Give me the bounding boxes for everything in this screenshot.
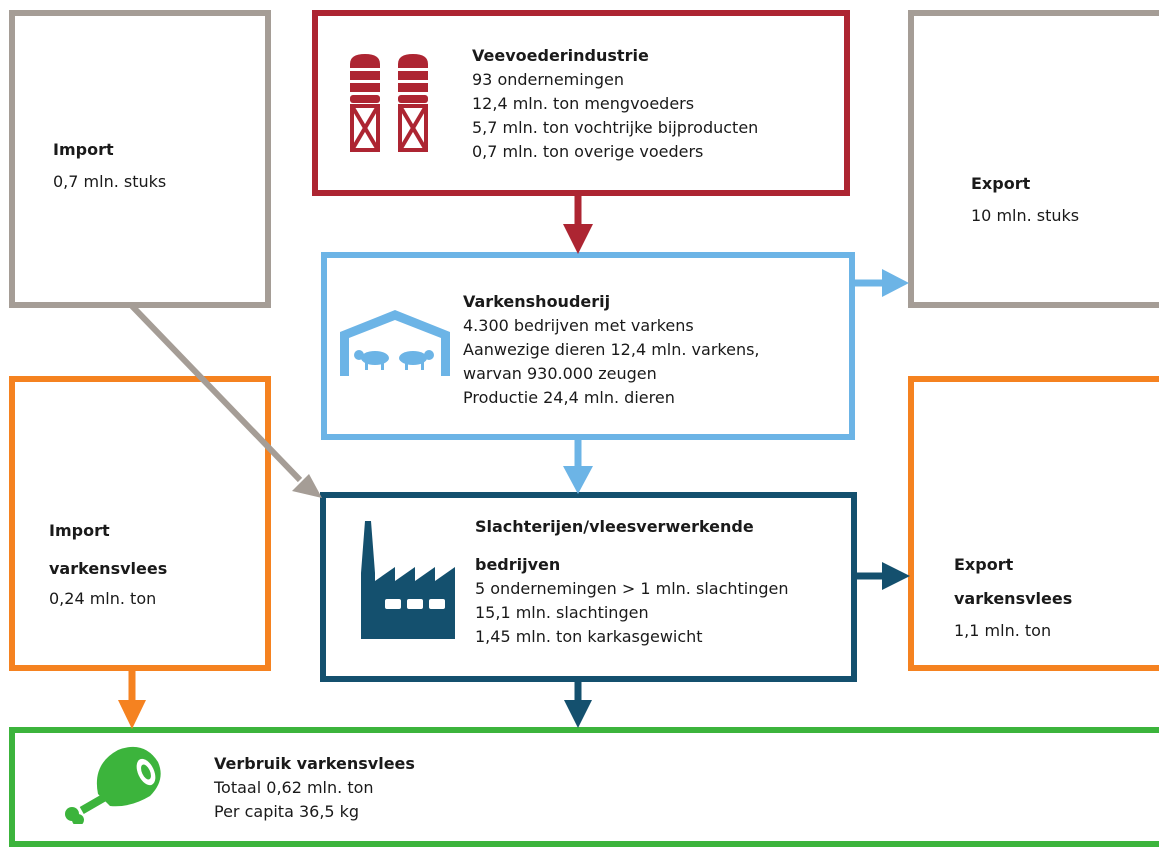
import-meat-title-line1: Import bbox=[49, 521, 110, 540]
consumption-text: Verbruik varkensvlees Totaal 0,62 mln. t… bbox=[214, 752, 415, 824]
ham-icon bbox=[65, 746, 161, 824]
export-meat-text: Export varkensvlees 1,1 mln. ton bbox=[954, 550, 1072, 646]
export-meat-title-line1: Export bbox=[954, 555, 1014, 574]
import-animals-text: Import 0,7 mln. stuks bbox=[53, 138, 166, 194]
feed-industry-line: 0,7 mln. ton overige voeders bbox=[472, 142, 704, 161]
pig-farming-line: Productie 24,4 mln. dieren bbox=[463, 388, 675, 407]
import-animals-title: Import bbox=[53, 140, 114, 159]
export-animals-box bbox=[908, 10, 1159, 308]
export-animals-value: 10 mln. stuks bbox=[971, 206, 1080, 225]
slaughter-text: Slachterijen/vleesverwerkende bedrijven … bbox=[475, 515, 789, 649]
import-meat-value: 0,24 mln. ton bbox=[49, 589, 157, 608]
import-animals-value: 0,7 mln. stuks bbox=[53, 172, 167, 191]
feed-industry-line: 12,4 mln. ton mengvoeders bbox=[472, 94, 695, 113]
arrow-import-meat-to-consumption bbox=[118, 671, 146, 729]
consumption-title: Verbruik varkensvlees bbox=[214, 754, 415, 773]
arrow-slaughter-to-consumption bbox=[564, 682, 592, 728]
arrow-farming-to-export bbox=[855, 269, 909, 297]
pig-farming-line: warvan 930.000 zeugen bbox=[463, 364, 657, 383]
import-meat-text: Import varkensvlees 0,24 mln. ton bbox=[49, 516, 167, 614]
feed-industry-line: 93 ondernemingen bbox=[472, 70, 624, 89]
slaughter-line: 1,45 mln. ton karkasgewicht bbox=[475, 627, 703, 646]
pig-farming-line: Aanwezige dieren 12,4 mln. varkens, bbox=[463, 340, 760, 359]
factory-icon bbox=[361, 521, 455, 639]
pig-farming-title: Varkenshouderij bbox=[463, 292, 611, 311]
export-meat-title-line2: varkensvlees bbox=[954, 589, 1073, 608]
slaughter-line: 15,1 mln. slachtingen bbox=[475, 603, 649, 622]
import-meat-title-line2: varkensvlees bbox=[49, 559, 168, 578]
export-animals-title: Export bbox=[971, 174, 1031, 193]
arrow-feed-to-farming bbox=[563, 196, 593, 254]
arrow-import-to-slaughter bbox=[129, 303, 322, 498]
consumption-line: Per capita 36,5 kg bbox=[214, 802, 360, 821]
import-meat-box bbox=[9, 376, 271, 671]
feed-industry-line: 5,7 mln. ton vochtrijke bijproducten bbox=[472, 118, 759, 137]
slaughter-title-line2: bedrijven bbox=[475, 555, 561, 574]
silo-icon bbox=[350, 54, 428, 152]
slaughter-line: 5 ondernemingen > 1 mln. slachtingen bbox=[475, 579, 789, 598]
arrow-farming-to-slaughter bbox=[563, 440, 593, 494]
slaughter-title-line1: Slachterijen/vleesverwerkende bbox=[475, 517, 754, 536]
feed-industry-title: Veevoederindustrie bbox=[472, 46, 649, 65]
export-animals-text: Export 10 mln. stuks bbox=[971, 172, 1079, 228]
import-animals-box bbox=[9, 10, 271, 308]
pig-farming-text: Varkenshouderij 4.300 bedrijven met vark… bbox=[463, 290, 760, 410]
pig-farming-box bbox=[321, 252, 855, 440]
arrow-slaughter-to-export bbox=[857, 562, 910, 590]
feed-industry-text: Veevoederindustrie 93 ondernemingen 12,4… bbox=[472, 44, 758, 168]
consumption-line: Totaal 0,62 mln. ton bbox=[214, 778, 374, 797]
barn-with-pigs-icon bbox=[340, 310, 450, 376]
pig-farming-line: 4.300 bedrijven met varkens bbox=[463, 316, 694, 335]
export-meat-box bbox=[908, 376, 1159, 671]
export-meat-value: 1,1 mln. ton bbox=[954, 621, 1052, 640]
